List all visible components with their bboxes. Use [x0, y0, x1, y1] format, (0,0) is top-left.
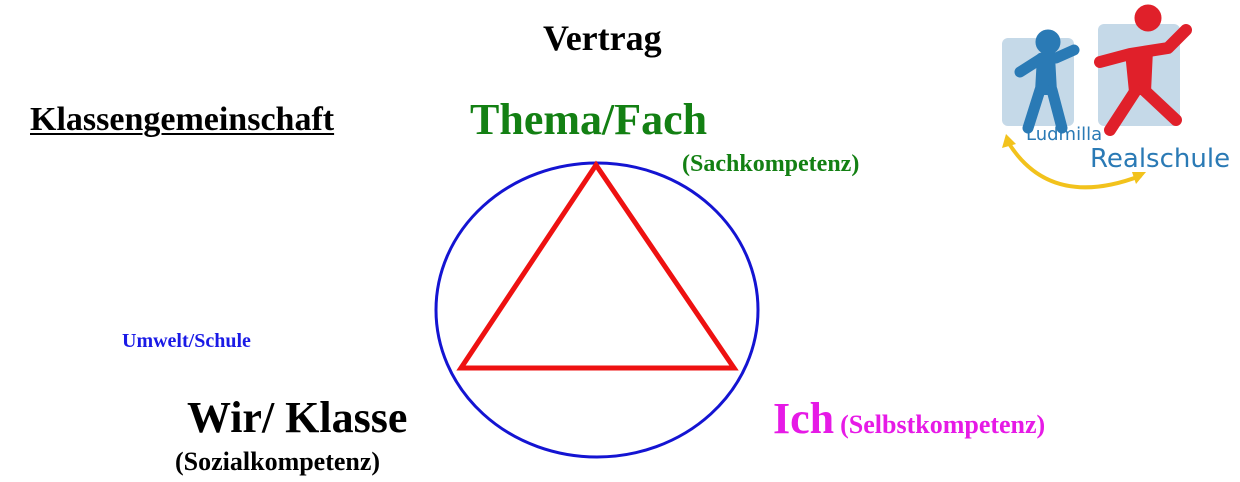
class-community-heading: Klassengemeinschaft [30, 101, 335, 138]
outer-circle [434, 161, 760, 459]
top-node-sublabel: (Sachkompetenz) [682, 151, 860, 177]
school-logo: Ludmilla Realschule [1002, 4, 1230, 190]
logo-text-line1: Ludmilla [1026, 124, 1102, 145]
logo-arrowhead-left-icon [1002, 134, 1016, 148]
logo-red-figure [1094, 4, 1192, 136]
right-node-sublabel: (Selbstkompetenz) [840, 410, 1046, 439]
logo-arrow [1006, 140, 1142, 190]
inner-triangle [456, 160, 739, 371]
logo-arrowhead-right-icon [1132, 172, 1146, 184]
left-node-label: Wir/ Klasse [187, 393, 408, 442]
right-node-label: Ich [773, 394, 835, 443]
page-title: Vertrag [543, 18, 662, 58]
logo-blue-figure [1014, 29, 1080, 134]
logo-text-line2: Realschule [1090, 144, 1230, 174]
left-node-context: Umwelt/Schule [122, 330, 251, 352]
top-node-label: Thema/Fach [470, 95, 708, 144]
left-node-sublabel: (Sozialkompetenz) [175, 447, 381, 476]
right-node: Ich(Selbstkompetenz) [773, 397, 1045, 441]
